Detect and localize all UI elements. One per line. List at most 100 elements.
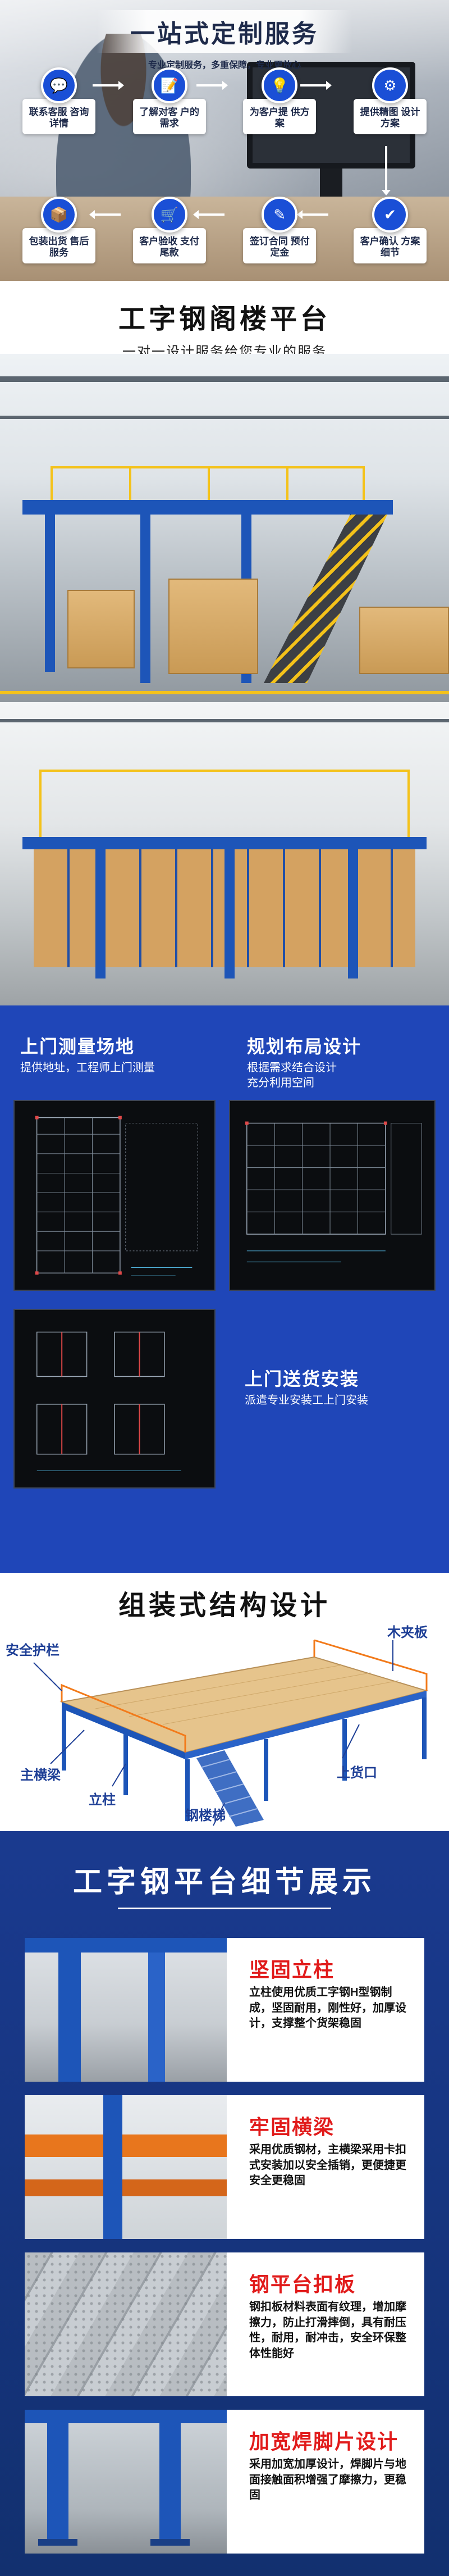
install-title: 上门送货安装 [245,1369,360,1389]
step-shipping: 📦 包装出货 售后服务 [17,197,101,263]
label-board: 木夹板 [387,1625,428,1640]
detail-desc: 钢扣板材料表面有纹理，增加摩擦力，防止打滑摔倒，具有耐压性，耐用，耐冲击，安全环… [249,2301,406,2360]
rail-post [286,466,288,500]
platform-header: 工字钢阁楼平台 一对一设计服务给您专业的服务 [0,281,449,359]
roof-beam [0,719,449,722]
platform-title: 工字钢阁楼平台 [118,304,331,334]
step-label: 签订合同 预付定金 [243,228,317,263]
cargo-box-image [67,590,135,668]
flow-arrow [89,210,121,219]
cad-drawing-detail [13,1309,216,1489]
roof-beam [0,376,449,382]
platform-deck-image [22,837,427,849]
cad-drawing-layout [229,1100,436,1291]
step-label: 联系客服 咨询详情 [22,99,95,134]
service-title: 一站式定制服务 [97,10,352,53]
column-image [45,515,55,672]
chat-icon: 💬 [41,67,77,103]
column-image [95,849,106,978]
lightbulb-icon: 💡 [262,67,298,103]
detail-title: 牢固横梁 [249,2115,335,2138]
flow-row-top: 💬 联系客服 咨询详情 📝 了解对客 户的需求 💡 为客户提 供方案 ⚙ 提供精… [17,67,432,134]
details-section: 工字钢平台细节展示 坚固立柱 立柱使用优质工字钢H型钢制成，坚固耐用，刚性好，加… [0,1831,449,2576]
user-check-icon: ✔ [372,197,408,233]
floor-line [0,691,449,694]
step-label: 客户验收 支付尾款 [132,228,206,263]
column-photo [25,1938,227,2082]
rail-post [208,466,210,500]
detail-desc: 立柱使用优质工字钢H型钢制成，坚固耐用，刚性好，加厚设计，支撑整个货架稳固 [249,1986,406,2030]
flow-arrow [300,81,332,90]
gear-icon: ⚙ [372,67,408,103]
cargo-box-image [359,607,449,674]
platform-3d-diagram [33,1639,429,1827]
title-underline [118,1908,331,1909]
document-icon: 📝 [151,67,187,103]
structure-section: 组装式结构设计 [0,1573,449,1831]
column-image [140,515,150,683]
label-guardrail: 安全护栏 [6,1643,59,1658]
site-title: 上门测量场地 [20,1036,135,1057]
foot-plate-photo [25,2410,227,2554]
details-title: 工字钢平台细节展示 [72,1866,376,1899]
step-confirm: ✔ 客户确认 方案细节 [348,197,432,263]
step-proposal: 💡 为客户提 供方案 [237,67,322,134]
design-section: 上门测量场地 提供地址，工程师上门测量 规划布局设计 根据需求结合设计 充分利用… [0,1005,449,1573]
detail-desc: 采用优质钢材，主横梁采用卡扣式安装加以安全插销，更便捷更安全更稳固 [249,2143,406,2187]
cargo-box-image [168,579,258,674]
cart-icon: 🛒 [151,197,187,233]
flow-arrow [93,81,124,90]
step-contact: 💬 联系客服 咨询详情 [17,67,101,134]
label-unload: 上货口 [337,1765,377,1781]
step-label: 客户确认 方案细节 [353,228,427,263]
detail-title: 钢平台扣板 [249,2273,356,2296]
flow-arrow [297,210,328,219]
rail-post [129,466,131,500]
detail-desc: 采用加宽加厚设计，焊脚片与地面接触面积增强了摩擦力，更稳固 [249,2458,406,2502]
flow-row-bottom: 📦 包装出货 售后服务 🛒 客户验收 支付尾款 ✎ 签订合同 预付定金 ✔ 客户… [17,197,432,263]
detail-card-deck: 钢平台扣板 钢扣板材料表面有纹理，增加摩擦力，防止打滑摔倒，具有耐压性，耐用，耐… [25,2252,424,2396]
plan-desc-1: 根据需求结合设计 [247,1062,337,1074]
step-acceptance: 🛒 客户验收 支付尾款 [127,197,212,263]
detail-card-column: 坚固立柱 立柱使用优质工字钢H型钢制成，坚固耐用，刚性好，加厚设计，支撑整个货架… [25,1938,424,2082]
platform-section: 工字钢阁楼平台 一对一设计服务给您专业的服务 [0,281,449,1005]
label-column: 立柱 [89,1792,116,1808]
deck-plate-photo [25,2252,227,2396]
label-stair: 钢楼梯 [185,1808,226,1823]
warehouse-photo-2 [0,702,449,1005]
step-requirements: 📝 了解对客 户的需求 [127,67,212,134]
plan-desc-2: 充分利用空间 [247,1077,314,1089]
service-header: 一站式定制服务 专业定制服务，多重保障，专业更放心 [0,10,449,71]
beam-photo [25,2095,227,2239]
warehouse-photo-1 [0,354,449,702]
step-label: 了解对客 户的需求 [132,99,206,134]
detail-card-foot: 加宽焊脚片设计 采用加宽加厚设计，焊脚片与地面接触面积增强了摩擦力，更稳固 [25,2410,424,2554]
site-desc: 提供地址，工程师上门测量 [20,1062,155,1074]
step-label: 包装出货 售后服务 [22,228,95,263]
column-image [348,849,358,978]
install-desc: 派遣专业安装工上门安装 [245,1394,368,1407]
detail-card-beam: 牢固横梁 采用优质钢材，主横梁采用卡扣式安装加以安全插销，更便捷更安全更稳固 [25,2095,424,2239]
step-label: 提供精图 设计方案 [353,99,427,134]
flow-arrow [193,210,224,219]
structure-title: 组装式结构设计 [118,1591,331,1621]
service-flow: 💬 联系客服 咨询详情 📝 了解对客 户的需求 💡 为客户提 供方案 ⚙ 提供精… [17,67,432,263]
cad-drawing-plan [13,1100,216,1291]
contract-icon: ✎ [262,197,298,233]
package-icon: 📦 [41,197,77,233]
plan-title: 规划布局设计 [247,1036,362,1057]
platform-deck-image [22,500,393,515]
label-main-beam: 主横梁 [20,1768,61,1783]
step-design: ⚙ 提供精图 设计方案 [348,67,432,134]
guardrail-image [39,770,410,837]
flow-arrow-down [382,146,391,195]
service-subtitle: 专业定制服务，多重保障，专业更放心 [148,61,301,70]
custom-service-section: 一站式定制服务 专业定制服务，多重保障，专业更放心 💬 联系客服 咨询详情 📝 … [0,0,449,281]
step-label: 为客户提 供方案 [243,99,317,134]
detail-title: 加宽焊脚片设计 [249,2430,399,2453]
roof-beam [0,416,449,419]
detail-title: 坚固立柱 [249,1958,335,1981]
flow-arrow [196,81,228,90]
step-contract: ✎ 签订合同 预付定金 [237,197,322,263]
